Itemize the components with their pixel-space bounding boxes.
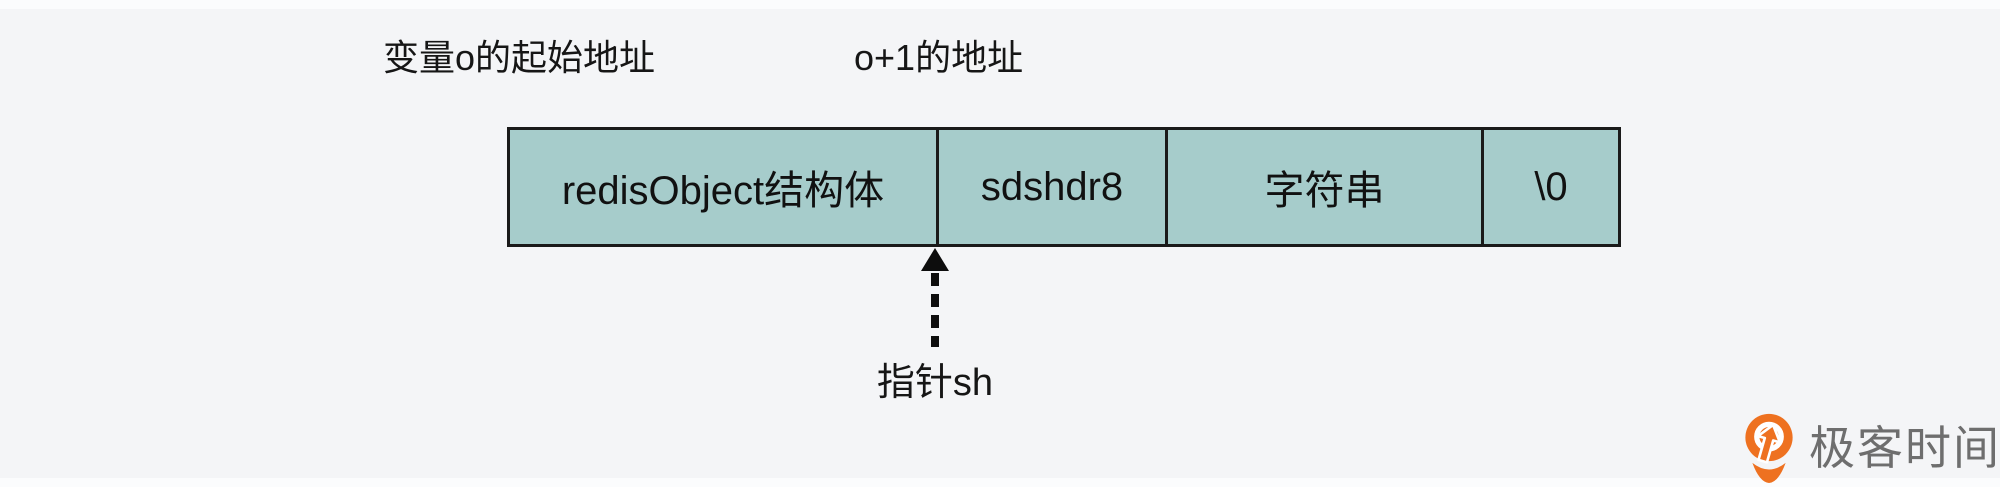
memory-cell-null-terminator: \0 [1484,130,1618,244]
memory-cell-redisobject: redisObject结构体 [510,130,939,244]
geektime-pin-icon [1745,413,1793,483]
memory-layout-bar: redisObject结构体 sdshdr8 字符串 \0 [507,127,1621,247]
memory-cell-string: 字符串 [1168,130,1484,244]
label-variable-o-start-address: 变量o的起始地址 [383,37,656,78]
label-pointer-sh: 指针sh [876,362,994,404]
memory-cell-sdshdr8: sdshdr8 [939,130,1168,244]
bottom-edge-strip [0,478,2000,487]
geektime-watermark: 极客时间 [1742,413,2000,483]
arrow-up-icon [921,248,949,271]
dashed-arrow-stem [931,273,939,347]
geektime-logo-text: 极客时间 [1809,422,2000,474]
label-o-plus-1-address: o+1的地址 [854,37,1024,78]
top-edge-strip [0,0,2000,9]
